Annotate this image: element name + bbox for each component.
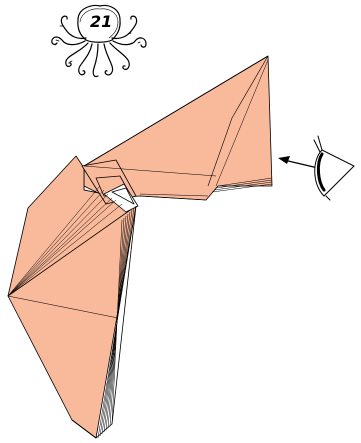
eye-icon [314, 136, 354, 200]
step-number: 21 [90, 12, 112, 31]
origami-model [8, 56, 272, 438]
arrow-left-icon [278, 156, 318, 168]
